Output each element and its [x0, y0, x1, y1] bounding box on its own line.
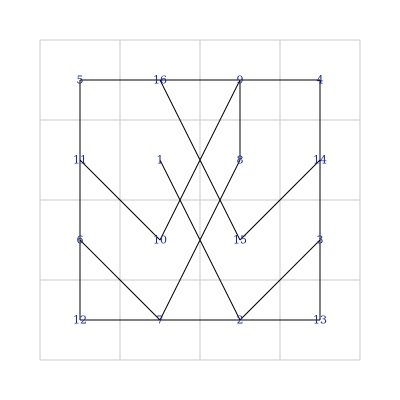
path-edge — [79, 159, 161, 241]
node-label: 1 — [157, 154, 164, 167]
path-edges — [79, 79, 321, 321]
node-label: 9 — [237, 74, 244, 87]
node-label: 2 — [237, 314, 244, 327]
path-edge — [159, 159, 241, 321]
node-label: 12 — [73, 314, 87, 327]
path-edge — [79, 239, 161, 321]
node-label: 5 — [77, 74, 84, 87]
node-label: 7 — [157, 314, 164, 327]
node-label: 14 — [313, 154, 327, 167]
node-label: 13 — [313, 314, 327, 327]
node-label: 6 — [77, 234, 84, 247]
node-label: 3 — [317, 234, 324, 247]
node-label: 4 — [317, 74, 324, 87]
path-edge — [239, 159, 321, 241]
node-label: 11 — [73, 154, 87, 167]
node-label: 10 — [153, 234, 167, 247]
node-label: 15 — [233, 234, 247, 247]
node-label: 8 — [237, 154, 244, 167]
path-edge — [159, 79, 241, 241]
grid — [39, 39, 361, 361]
path-edge — [239, 239, 321, 321]
node-label: 16 — [153, 74, 167, 87]
